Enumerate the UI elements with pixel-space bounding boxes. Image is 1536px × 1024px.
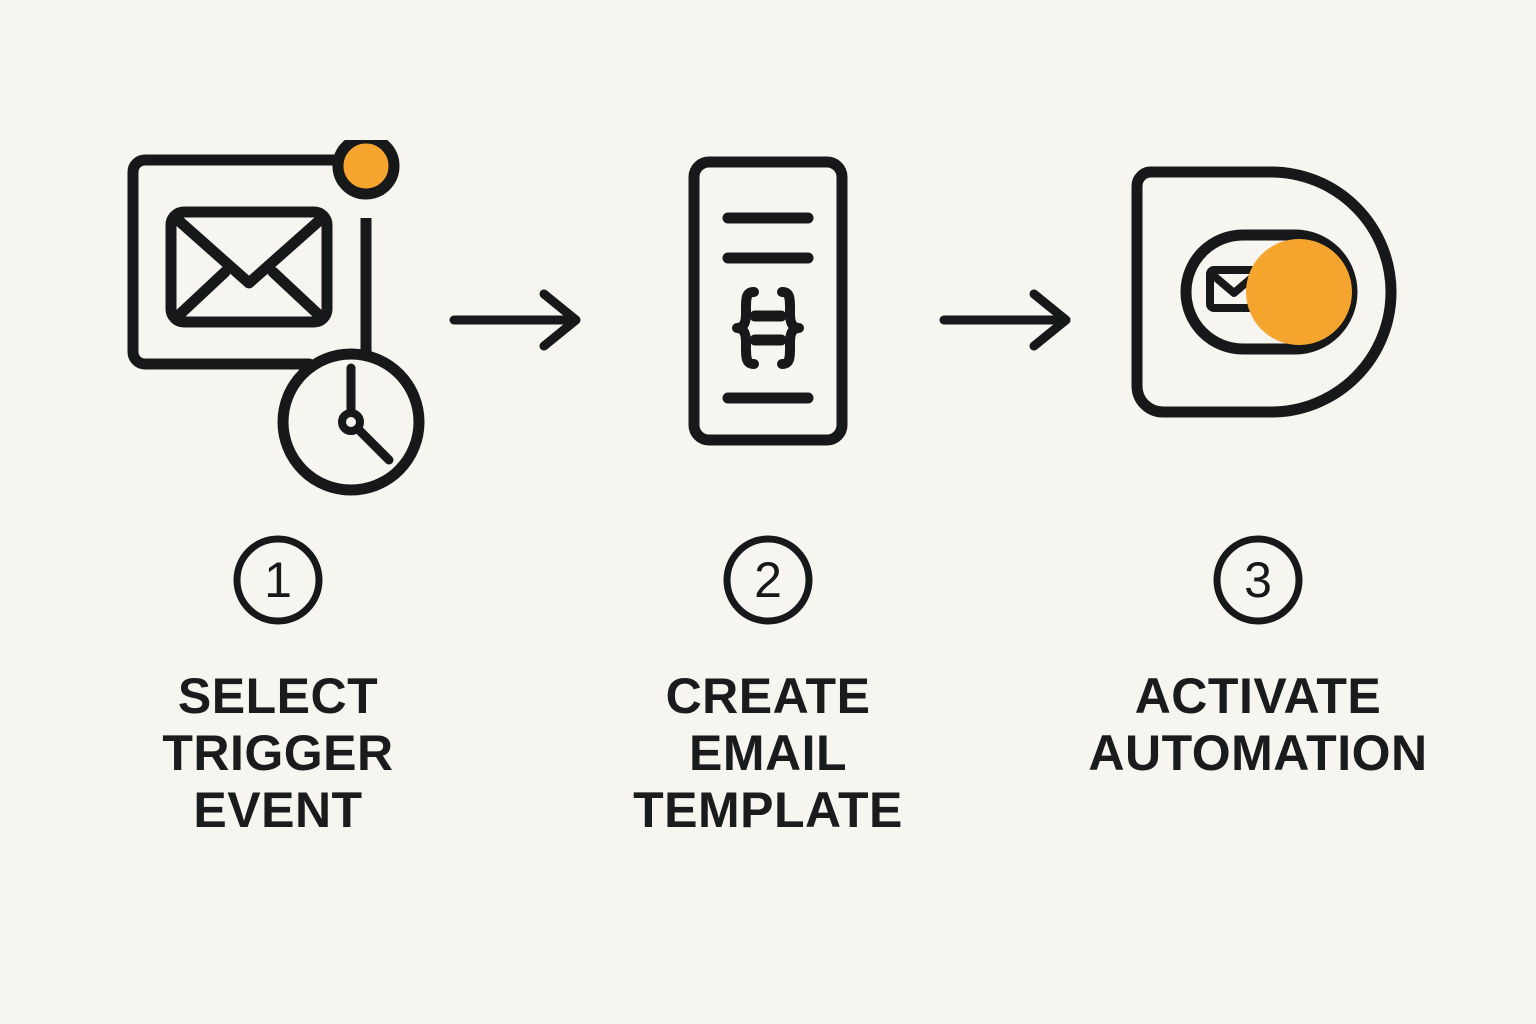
process-step-1: 1 SELECT TRIGGER EVENT (113, 0, 443, 839)
envelope-flap (172, 214, 326, 289)
email-trigger-icon (113, 140, 443, 500)
badge-circle-icon (233, 535, 323, 625)
clock-center-pivot (338, 409, 364, 435)
step-label-2: CREATE EMAIL TEMPLATE (633, 668, 903, 838)
badge-circle-icon (1213, 535, 1303, 625)
arrow-right-icon (449, 289, 581, 351)
curly-brace-left (732, 287, 759, 369)
orange-dot (332, 140, 400, 200)
arrow-step2-to-step3 (933, 140, 1093, 500)
badge-circle-icon (723, 535, 813, 625)
document-page (688, 156, 848, 446)
arrow-step1-to-step2 (443, 140, 603, 500)
automation-toggle-icon (1093, 140, 1423, 500)
code-document-icon-svg (688, 156, 848, 446)
process-step-2: 2 CREATE EMAIL TEMPLATE (603, 0, 933, 839)
envelope-fold-left (172, 266, 231, 322)
step-label-3: ACTIVATE AUTOMATION (1088, 668, 1428, 781)
automation-toggle-icon-svg (1131, 166, 1397, 418)
rounded-square-frame (127, 154, 347, 370)
step-label-1: SELECT TRIGGER EVENT (162, 668, 394, 838)
step-badge-3: 3 (1212, 534, 1304, 626)
process-step-3: 3 ACTIVATE AUTOMATION (1088, 0, 1427, 782)
envelope-fold-right (267, 266, 326, 322)
curly-brace-right (777, 287, 804, 369)
step-badge-2: 2 (722, 534, 814, 626)
rounded-d-shape (1131, 166, 1397, 418)
arrow-right-icon (939, 289, 1071, 351)
orange-toggle-knob (1246, 239, 1352, 345)
step-number-1: 1 (264, 552, 292, 608)
step-number-3: 3 (1244, 552, 1272, 608)
envelope-body (165, 206, 333, 328)
email-trigger-icon-svg (127, 140, 425, 496)
step-badge-1: 1 (232, 534, 324, 626)
code-document-icon (603, 140, 933, 500)
step-number-2: 2 (754, 552, 782, 608)
